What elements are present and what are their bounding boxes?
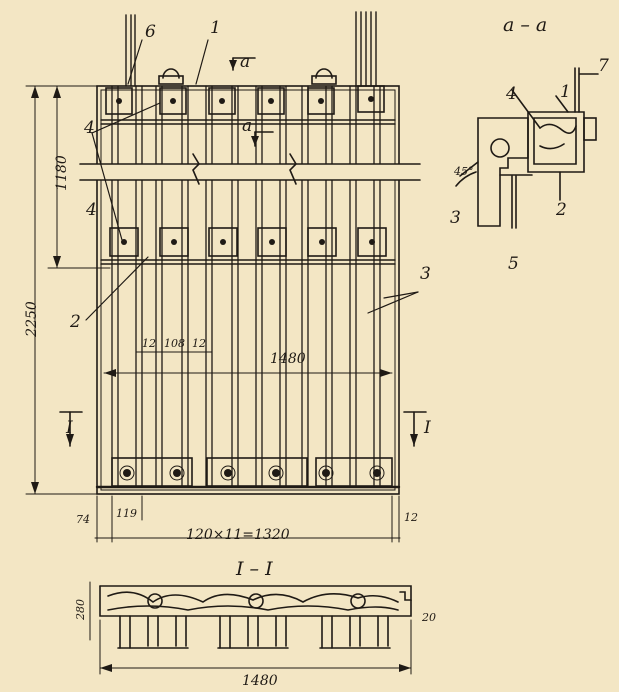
section-II-title: I – I (236, 558, 273, 580)
dimension-lines (25, 85, 412, 675)
leader-lines (85, 39, 419, 321)
bolts (116, 96, 381, 477)
dim-2250: 2250 (23, 301, 40, 337)
callout-4-mid: 4 (86, 200, 97, 220)
dim-1480-main: 1480 (270, 351, 306, 367)
aa-callout-3: 3 (450, 208, 461, 228)
dim-119: 119 (116, 507, 137, 520)
section-mark-a-mid: a (242, 116, 253, 136)
aa-callout-5: 5 (508, 254, 519, 274)
aa-callout-1: 1 (560, 82, 571, 102)
section-mark-I-right: I (424, 418, 431, 438)
callout-2: 2 (70, 312, 81, 332)
dim-1480-bottom: 1480 (242, 673, 278, 689)
middle-brackets (100, 227, 396, 265)
break-band (79, 153, 421, 185)
arrowheads (31, 60, 418, 672)
bottom-brackets (111, 457, 393, 487)
callout-6: 6 (145, 22, 156, 42)
dim-12-right: 12 (404, 511, 418, 524)
aa-callout-4: 4 (506, 84, 517, 104)
callout-4-top: 4 (84, 118, 95, 138)
section-mark-a-top: a (240, 52, 251, 72)
section-arrows-aa (232, 57, 274, 147)
section-arrows-II (59, 411, 427, 447)
section-mark-I-left: I (66, 418, 73, 438)
callout-1: 1 (210, 18, 221, 38)
dim-108: 108 (164, 337, 185, 350)
top-brackets (100, 85, 396, 125)
dim-1180: 1180 (53, 155, 70, 191)
dim-angle-45: 45° (454, 165, 474, 178)
section-II-drawing (99, 585, 412, 649)
dim-12a: 12 (142, 337, 156, 350)
dim-12b: 12 (192, 337, 206, 350)
dim-pitch: 120×11=1320 (186, 527, 290, 543)
aa-callout-7: 7 (598, 56, 609, 76)
grate-bars (111, 85, 381, 488)
section-aa-drawing (455, 67, 599, 229)
lifting-eyes (158, 68, 337, 85)
dim-20: 20 (422, 611, 436, 624)
section-aa-title: a – a (503, 14, 548, 36)
callout-3: 3 (420, 264, 431, 284)
dim-280: 280 (74, 599, 87, 620)
aa-callout-2: 2 (556, 200, 567, 220)
grate-frame (95, 85, 401, 495)
dim-74: 74 (76, 513, 90, 526)
